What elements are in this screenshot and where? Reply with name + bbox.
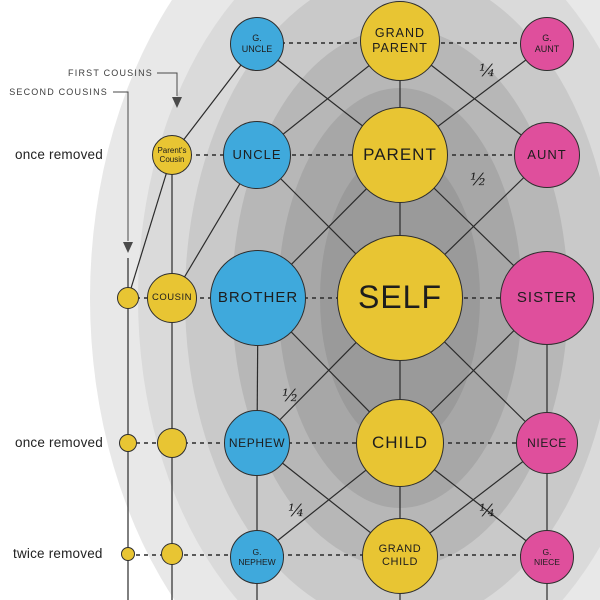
node-self: SELF [337, 235, 463, 361]
node-niece: NIECE [516, 412, 578, 474]
node-great-uncle: G. UNCLE [230, 17, 284, 71]
node-label: COUSIN [152, 292, 192, 304]
node-second-cousin-twice-removed [121, 547, 135, 561]
node-first-cousin-once-removed [157, 428, 187, 458]
node-label: NEPHEW [238, 557, 276, 567]
first-cousins-label: FIRST COUSINS [68, 68, 153, 78]
node-grandchild: GRAND CHILD [362, 518, 438, 594]
fraction-quarter-bottom-right: ¼ [479, 501, 496, 521]
node-label: AUNT [534, 44, 560, 54]
once-removed-label-top: once removed [15, 147, 103, 162]
node-label: G. [542, 33, 552, 44]
node-cousin: COUSIN [147, 273, 197, 323]
twice-removed-label: twice removed [13, 546, 103, 561]
node-parents-cousin: Parent's Cousin [152, 135, 192, 175]
node-great-nephew: G. NEPHEW [230, 530, 284, 584]
node-label: CHILD [371, 432, 428, 452]
fraction-quarter-top: ¼ [479, 61, 496, 81]
node-nephew: NEPHEW [224, 410, 290, 476]
node-sister: SISTER [500, 251, 594, 345]
node-label: G. [252, 33, 262, 44]
second-cousins-label: SECOND COUSINS [9, 87, 108, 97]
node-label: GRAND [374, 26, 426, 41]
node-grandparent: GRAND PARENT [360, 1, 440, 81]
node-brother: BROTHER [210, 250, 306, 346]
node-great-aunt: G. AUNT [520, 17, 574, 71]
node-uncle: UNCLE [223, 121, 291, 189]
node-great-niece: G. NIECE [520, 530, 574, 584]
once-removed-label-bottom: once removed [15, 435, 103, 450]
node-label: UNCLE [232, 147, 282, 163]
node-label: Parent's [157, 145, 187, 155]
node-label: CHILD [381, 556, 418, 568]
fraction-half-right: ½ [470, 170, 487, 190]
node-label: AUNT [527, 147, 567, 163]
node-label: G. [542, 546, 552, 557]
node-label: G. [252, 546, 262, 557]
node-second-cousin [117, 287, 139, 309]
node-label: BROTHER [217, 289, 299, 307]
node-label: GRAND [378, 543, 422, 556]
node-first-cousin-twice-removed [161, 543, 183, 565]
fraction-half-left: ½ [282, 386, 299, 406]
pointer-lines [113, 72, 178, 241]
node-label: SELF [357, 279, 443, 316]
node-child: CHILD [356, 399, 444, 487]
fraction-quarter-bottom-left: ¼ [288, 501, 305, 521]
node-label: SISTER [516, 289, 578, 307]
node-label: UNCLE [241, 44, 273, 54]
node-label: NIECE [534, 557, 560, 567]
node-label: NIECE [527, 435, 567, 450]
node-label: PARENT [372, 41, 428, 55]
node-label: NEPHEW [228, 435, 286, 450]
node-second-cousin-once-removed [119, 434, 137, 452]
down-arrowheads [123, 97, 182, 253]
node-aunt: AUNT [514, 122, 580, 188]
node-label: Cousin [159, 155, 185, 164]
node-label: PARENT [363, 144, 437, 164]
node-parent: PARENT [352, 107, 448, 203]
